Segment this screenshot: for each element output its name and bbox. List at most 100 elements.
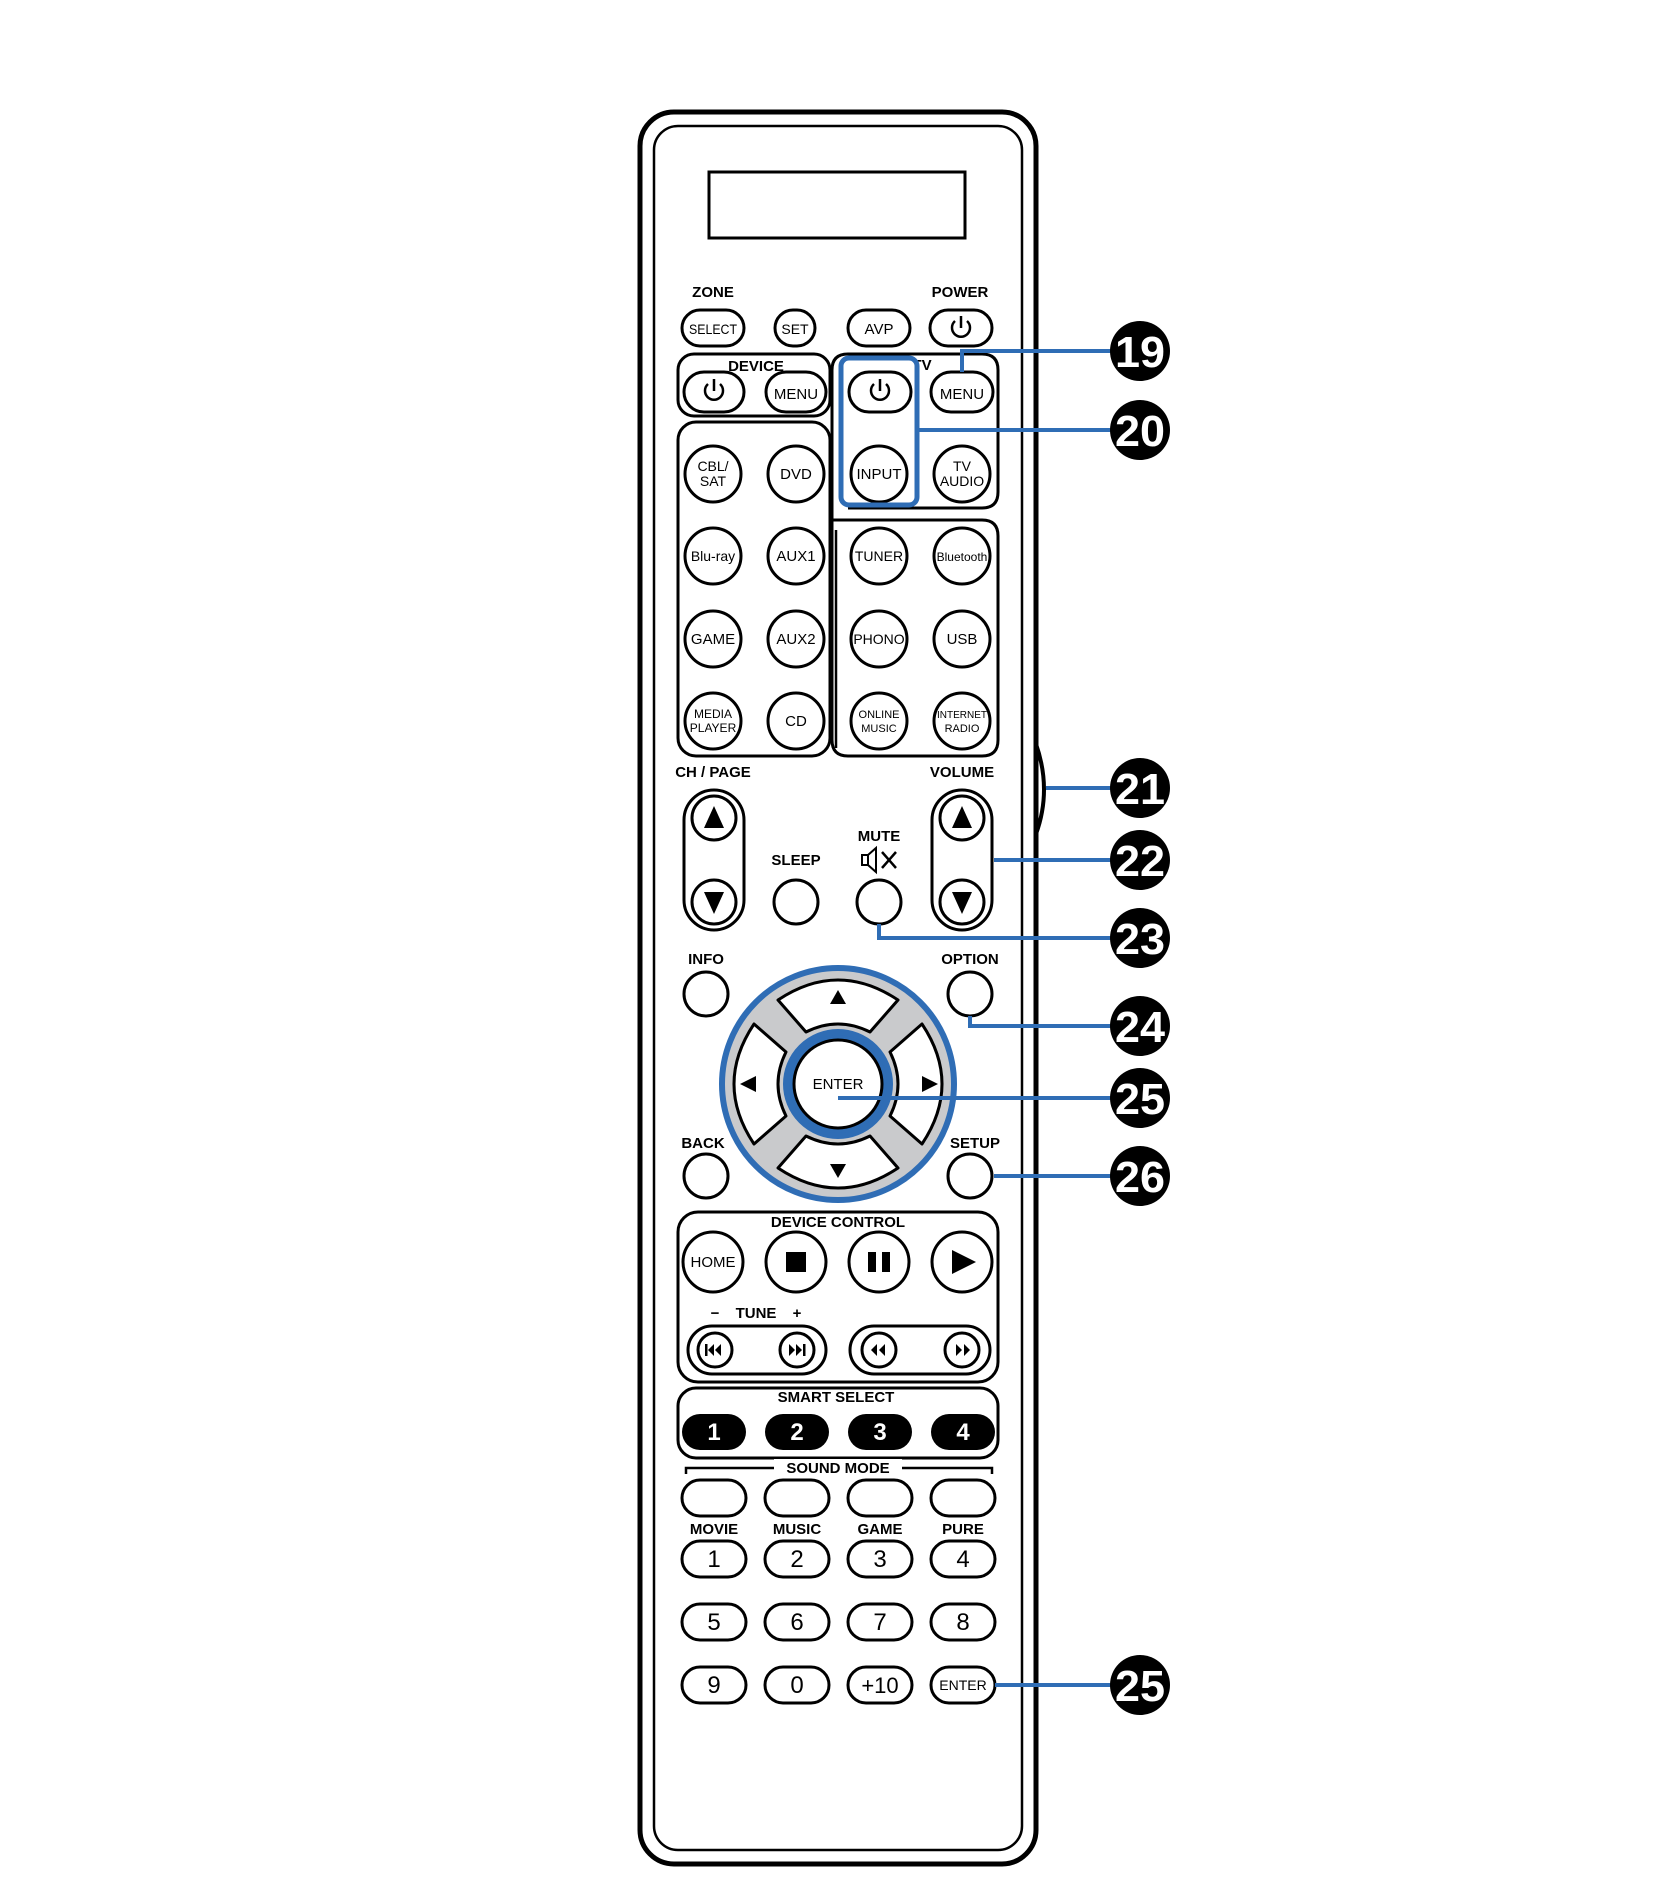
num-plus10-button[interactable]: +10 [846, 1665, 914, 1705]
num-plus10-label: +10 [861, 1673, 898, 1698]
num-7-button[interactable]: 7 [846, 1602, 914, 1642]
media-player-button[interactable]: MEDIA PLAYER [683, 691, 743, 751]
online-music-button[interactable]: ONLINE MUSIC [849, 691, 909, 751]
num-0-label: 0 [790, 1672, 803, 1699]
bluray-label: Blu-ray [691, 548, 735, 564]
rewind-button[interactable] [860, 1331, 898, 1369]
smart-select-2-button[interactable]: 2 [765, 1414, 829, 1450]
sleep-button[interactable] [772, 878, 820, 926]
back-button[interactable] [682, 1152, 730, 1200]
num-2-button[interactable]: 2 [763, 1539, 831, 1579]
device-tv-group: DEVICE TV MENU MENU INPUT [676, 352, 1000, 520]
avp-button[interactable]: AVP [846, 308, 912, 348]
arrow-down-icon [704, 892, 724, 914]
dpad-up-button[interactable] [776, 978, 900, 1034]
zone-select-button[interactable]: SELECT [680, 308, 746, 348]
tv-audio-button[interactable]: TV AUDIO [932, 444, 992, 504]
skip-back-button[interactable] [696, 1331, 734, 1369]
game-source-button[interactable]: GAME [683, 609, 743, 669]
sound-mode-game-button[interactable] [846, 1478, 914, 1518]
play-button[interactable] [930, 1230, 994, 1294]
num-enter-label: ENTER [939, 1677, 986, 1693]
sound-mode-pure-button[interactable] [929, 1478, 997, 1518]
volume-up-button[interactable] [938, 794, 986, 842]
power-label: POWER [932, 284, 989, 301]
sound-mode-section: SOUND MODE MOVIE MUSIC GAME PURE [680, 1459, 997, 1538]
set-button[interactable]: SET [773, 308, 817, 348]
dpad-left-button[interactable] [732, 1022, 788, 1146]
skip-forward-button[interactable] [778, 1331, 816, 1369]
bluray-button[interactable]: Blu-ray [683, 526, 743, 586]
number-pad: 1 2 3 4 5 6 7 8 [680, 1539, 997, 1705]
pause-button[interactable] [847, 1230, 911, 1294]
setup-label: SETUP [950, 1135, 1000, 1152]
stop-button[interactable] [764, 1230, 828, 1294]
num-enter-button[interactable]: ENTER [929, 1665, 997, 1705]
home-label: HOME [691, 1254, 736, 1271]
tune-rocker[interactable] [686, 1324, 828, 1376]
aux1-label: AUX1 [776, 548, 815, 565]
tv-audio-label-2: AUDIO [940, 473, 984, 489]
dpad-down-button[interactable] [776, 1134, 900, 1190]
ch-down-button[interactable] [690, 878, 738, 926]
bluetooth-button[interactable]: Bluetooth [932, 526, 992, 586]
aux2-button[interactable]: AUX2 [766, 609, 826, 669]
smart-select-section: SMART SELECT 1 2 3 4 [676, 1386, 1000, 1460]
mute-button[interactable] [855, 878, 903, 926]
dvd-button[interactable]: DVD [766, 444, 826, 504]
volume-rocker[interactable] [930, 788, 994, 932]
cbl-sat-button[interactable]: CBL/ SAT [683, 444, 743, 504]
volume-down-button[interactable] [938, 878, 986, 926]
callout-25-numpad-label: 25 [1115, 1662, 1165, 1711]
tv-input-button[interactable]: INPUT [849, 444, 909, 504]
info-button[interactable] [682, 970, 730, 1018]
dpad-right-button[interactable] [888, 1022, 944, 1146]
device-power-button[interactable] [682, 370, 746, 414]
num-1-label: 1 [707, 1546, 720, 1573]
device-menu-button[interactable]: MENU [764, 370, 828, 414]
fast-forward-button[interactable] [943, 1331, 981, 1369]
tuner-button[interactable]: TUNER [849, 526, 909, 586]
option-button[interactable] [946, 970, 994, 1018]
num-8-button[interactable]: 8 [929, 1602, 997, 1642]
ch-up-button[interactable] [690, 794, 738, 842]
num-6-button[interactable]: 6 [763, 1602, 831, 1642]
rewind-icon [871, 1344, 885, 1356]
skip-forward-icon [789, 1344, 806, 1356]
enter-button[interactable]: ENTER [786, 1032, 890, 1136]
num-7-label: 7 [873, 1609, 886, 1636]
callout-20: 20 [1110, 400, 1170, 460]
sound-mode-music-button[interactable] [763, 1478, 831, 1518]
smart-select-3-button[interactable]: 3 [848, 1414, 912, 1450]
tv-menu-label: MENU [940, 386, 984, 403]
smart-select-1-button[interactable]: 1 [682, 1414, 746, 1450]
tv-power-button[interactable] [847, 370, 913, 414]
smart-select-4-button[interactable]: 4 [931, 1414, 995, 1450]
num-0-button[interactable]: 0 [763, 1665, 831, 1705]
callout-24-label: 24 [1115, 1003, 1166, 1052]
setup-button[interactable] [946, 1152, 994, 1200]
usb-button[interactable]: USB [932, 609, 992, 669]
search-rocker[interactable] [848, 1324, 992, 1376]
tv-menu-button[interactable]: MENU [929, 370, 995, 414]
online-music-label-2: MUSIC [861, 723, 897, 735]
aux1-button[interactable]: AUX1 [766, 526, 826, 586]
tune-minus-label: − [711, 1305, 720, 1322]
phono-button[interactable]: PHONO [849, 609, 909, 669]
ch-page-rocker[interactable] [682, 788, 746, 932]
power-button[interactable] [928, 308, 994, 348]
game-source-label: GAME [691, 631, 735, 648]
pause-icon [868, 1252, 890, 1272]
callout-19-label: 19 [1115, 328, 1165, 377]
num-1-button[interactable]: 1 [680, 1539, 748, 1579]
skip-back-icon [705, 1344, 721, 1356]
cd-button[interactable]: CD [766, 691, 826, 751]
source-section: CBL/ SAT DVD Blu-ray AUX1 TUNER Bluetoot… [676, 420, 1000, 758]
sound-mode-movie-button[interactable] [680, 1478, 748, 1518]
num-5-button[interactable]: 5 [680, 1602, 748, 1642]
home-button[interactable]: HOME [681, 1230, 745, 1294]
internet-radio-button[interactable]: INTERNET RADIO [932, 691, 992, 751]
num-4-button[interactable]: 4 [929, 1539, 997, 1579]
num-9-button[interactable]: 9 [680, 1665, 748, 1705]
num-3-button[interactable]: 3 [846, 1539, 914, 1579]
